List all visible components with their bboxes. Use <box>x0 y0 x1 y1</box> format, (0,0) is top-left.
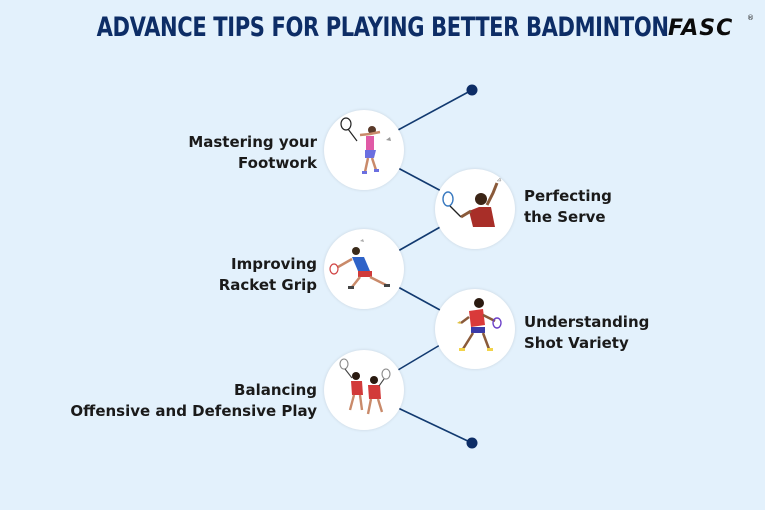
tip-5-circle <box>324 350 404 430</box>
tip-2-circle <box>435 169 515 249</box>
tip-2-label: Perfecting the Serve <box>524 186 612 228</box>
connector-line <box>397 407 473 444</box>
badminton-player-lunge-icon <box>329 239 390 289</box>
tip-1-label: Mastering your Footwork <box>188 132 317 174</box>
tip-1-line-1: Mastering your <box>188 133 317 151</box>
badminton-player-smash-icon <box>340 117 391 174</box>
tip-3-line-2: Racket Grip <box>218 276 317 294</box>
tip-4-line-1: Understanding <box>524 313 650 331</box>
timeline-end-dot-top <box>466 84 478 96</box>
tip-4-line-2: Shot Variety <box>524 334 629 352</box>
badminton-player-serve-icon <box>442 177 502 227</box>
tip-1-line-2: Footwork <box>238 154 317 172</box>
timeline-end-dot-bottom <box>466 437 478 449</box>
tip-1-circle <box>324 110 404 190</box>
tip-2-line-2: the Serve <box>524 208 606 226</box>
connector-line <box>397 167 446 194</box>
tip-5-line-2: Offensive and Defensive Play <box>70 402 317 420</box>
badminton-player-backhand-icon <box>457 298 502 351</box>
tip-4-label: Understanding Shot Variety <box>524 312 649 354</box>
registered-mark: ® <box>747 14 754 22</box>
tip-3-label: Improving Racket Grip <box>219 254 317 296</box>
tip-3-circle <box>324 229 404 309</box>
connector-line <box>397 225 443 252</box>
page-title: ADVANCE TIPS FOR PLAYING BETTER BADMINTO… <box>96 12 669 43</box>
brand-logo: FASC <box>668 16 734 41</box>
tip-2-line-1: Perfecting <box>524 187 612 205</box>
connector-line <box>397 89 473 131</box>
tip-3-line-1: Improving <box>231 255 317 273</box>
tip-5-label: Balancing Offensive and Defensive Play <box>70 380 317 422</box>
badminton-doubles-players-icon <box>339 358 391 415</box>
tip-5-line-1: Balancing <box>234 381 317 399</box>
connector-line <box>397 344 441 371</box>
tip-4-circle <box>435 289 515 369</box>
connector-line <box>397 286 441 311</box>
